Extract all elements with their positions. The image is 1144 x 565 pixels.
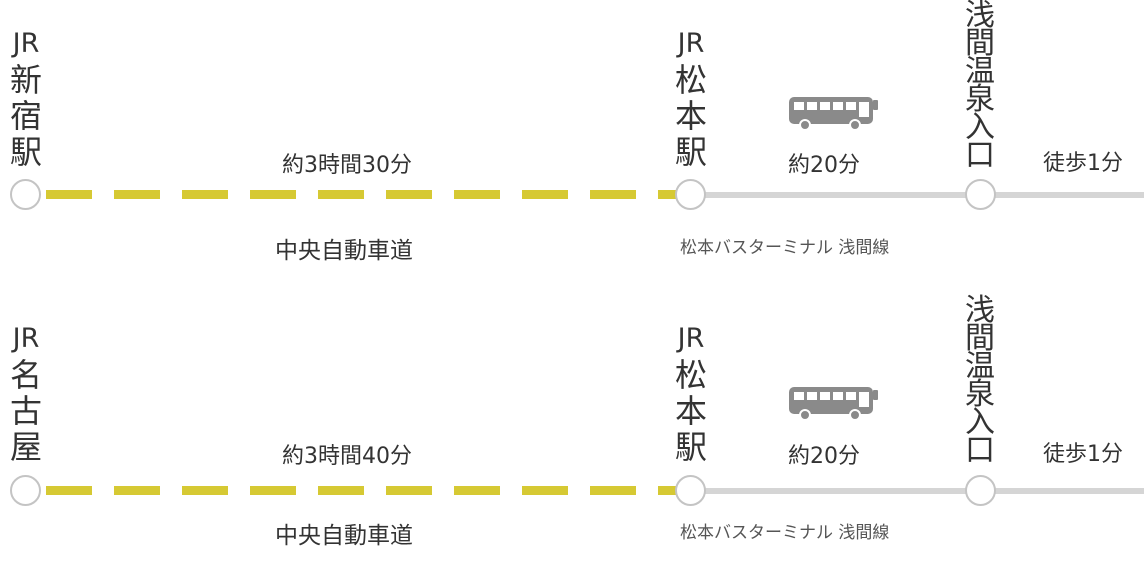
highway-name: 中央自動車道 bbox=[275, 523, 413, 549]
highway-time: 約3時間30分 bbox=[282, 153, 412, 178]
origin-station-circle-icon bbox=[10, 179, 41, 210]
destination-station-circle-icon bbox=[965, 179, 996, 210]
bus-line-name: 松本バスターミナル 浅間線 bbox=[680, 238, 890, 258]
transfer-station-circle-icon bbox=[675, 179, 706, 210]
highway-route-line bbox=[46, 190, 676, 199]
bus-time: 約20分 bbox=[788, 444, 860, 469]
walk-time: 徒歩1分 bbox=[1043, 442, 1123, 467]
highway-route-line bbox=[46, 486, 676, 495]
bus-icon bbox=[789, 97, 878, 131]
walk-time: 徒歩1分 bbox=[1043, 151, 1123, 176]
origin-station-label: JR 新 宿 駅 bbox=[10, 28, 43, 171]
bus-route-line bbox=[700, 192, 1144, 198]
destination-station-circle-icon bbox=[965, 475, 996, 506]
bus-time: 約20分 bbox=[788, 153, 860, 178]
bus-icon bbox=[789, 387, 878, 421]
route-nagoya: JR 名 古 屋 約3時間40分 JR 松 本 駅 約20分 浅 間 温 泉 入… bbox=[0, 295, 1144, 565]
destination-label: 浅 間 温 泉 入 口 bbox=[965, 293, 995, 468]
highway-name: 中央自動車道 bbox=[275, 238, 413, 264]
transfer-station-label: JR 松 本 駅 bbox=[675, 323, 708, 466]
destination-label: 浅 間 温 泉 入 口 bbox=[965, 0, 995, 173]
highway-time: 約3時間40分 bbox=[282, 444, 412, 469]
transfer-station-label: JR 松 本 駅 bbox=[675, 28, 708, 171]
route-shinjuku: JR 新 宿 駅 約3時間30分 JR 松 本 駅 約20分 浅 間 温 泉 入… bbox=[0, 0, 1144, 270]
transfer-station-circle-icon bbox=[675, 475, 706, 506]
bus-line-name: 松本バスターミナル 浅間線 bbox=[680, 523, 890, 543]
origin-station-label: JR 名 古 屋 bbox=[10, 323, 43, 466]
bus-route-line bbox=[700, 488, 1144, 494]
origin-station-circle-icon bbox=[10, 475, 41, 506]
